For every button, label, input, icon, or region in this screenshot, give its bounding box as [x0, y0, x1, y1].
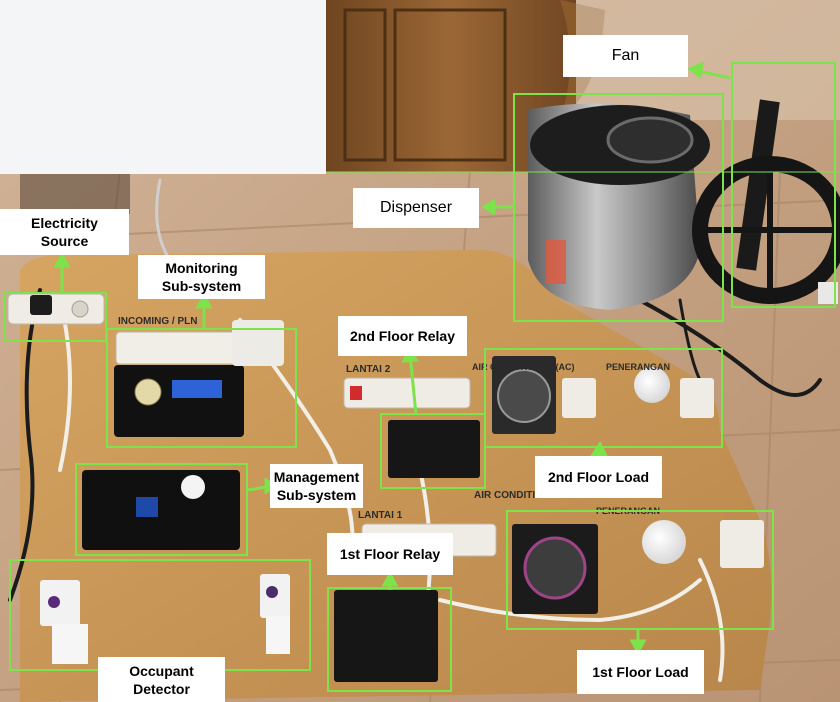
monitoring-dial	[134, 378, 162, 406]
detector-right-lens	[266, 586, 278, 598]
second-relay-box	[388, 420, 480, 478]
management-subsystem-label: Management Sub-system	[270, 464, 363, 508]
air-conditioner-text: AIR CONDITIONER	[474, 490, 565, 501]
lantai2-strip	[343, 377, 471, 409]
monitoring-subsystem-label: Monitoring Sub-system	[138, 255, 265, 299]
incoming-pln-text: INCOMING / PLN	[118, 316, 197, 327]
dispenser-gauge	[546, 240, 566, 284]
first-floor-relay-label: 1st Floor Relay	[327, 533, 453, 575]
outlet-light-bottom	[720, 520, 764, 568]
ac-fan-blade	[497, 369, 551, 423]
outlet-source	[71, 300, 89, 318]
management-highlight-box	[75, 463, 248, 556]
dispenser-highlight-box	[513, 93, 724, 322]
monitoring-highlight-box	[106, 328, 297, 448]
first-load-highlight-box	[506, 510, 774, 630]
dispenser-label: Dispenser	[353, 188, 479, 228]
fan-highlight-box	[731, 62, 836, 308]
first-relay-highlight-box	[327, 587, 452, 692]
ac-fan-blade-bottom	[523, 536, 587, 600]
fan-label: Fan	[563, 35, 688, 77]
annotation-arrows	[53, 61, 731, 656]
small-outlet-top	[232, 320, 284, 366]
detector-right-base	[266, 616, 290, 654]
first-floor-load-label: 1st Floor Load	[577, 650, 704, 694]
outlet-light-top	[680, 378, 714, 418]
electricity-source-highlight-box	[3, 292, 107, 342]
lantai1-text: LANTAI 1	[358, 510, 403, 521]
second-relay-highlight-box	[380, 413, 486, 489]
first-relay-box	[334, 590, 438, 682]
bulb-top	[634, 367, 670, 403]
cabinet-panel-left	[343, 8, 387, 162]
occupant-detector-label: Occupant Detector	[98, 657, 225, 702]
dark-mat	[20, 174, 130, 214]
detector-left	[40, 580, 80, 626]
blank-panel	[0, 0, 326, 174]
second-floor-load-label: 2nd Floor Load	[535, 456, 662, 498]
second-floor-relay-label: 2nd Floor Relay	[338, 316, 467, 356]
detector-left-base	[52, 624, 88, 664]
switch-red	[350, 386, 362, 400]
air-conditioner-ac-text: AIR CONDITIONER (AC)	[472, 362, 575, 372]
plug-black	[30, 295, 52, 315]
lcd-display	[172, 380, 222, 398]
bulb-bottom	[642, 520, 686, 564]
occupant-detector-highlight-box	[9, 559, 311, 671]
outlet-ac	[562, 378, 596, 418]
fan-switch	[818, 282, 838, 304]
oled-display	[136, 497, 158, 517]
second-load-highlight-box	[484, 348, 723, 448]
pir-sensor	[181, 475, 205, 499]
dispenser-lid-ring	[606, 116, 694, 164]
detector-left-lens	[48, 596, 60, 608]
lantai2-text: LANTAI 2	[346, 364, 391, 375]
penerangan-top-text: PENERANGAN	[606, 362, 670, 372]
cabinet-panel-right	[393, 8, 507, 162]
electricity-source-label: Electricity Source	[0, 209, 129, 255]
